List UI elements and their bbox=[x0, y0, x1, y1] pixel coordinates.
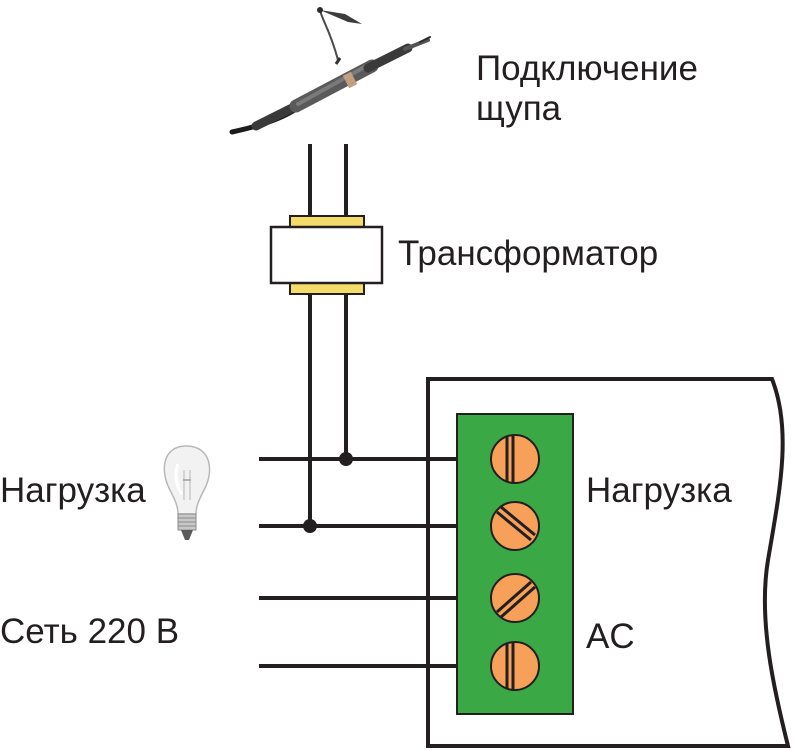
transformer-icon bbox=[269, 215, 384, 295]
terminal-screw-icon bbox=[490, 641, 540, 691]
probe-icon bbox=[229, 7, 431, 135]
load-label-right: Нагрузка bbox=[586, 471, 732, 510]
light-bulb-icon bbox=[163, 445, 211, 540]
probe-label-line1: Подключение bbox=[476, 49, 698, 88]
load-label-left: Нагрузка bbox=[0, 471, 146, 510]
terminal-screw-icon bbox=[490, 573, 540, 623]
ac-label: AC bbox=[586, 617, 635, 656]
junction-dot-lower bbox=[303, 519, 317, 533]
probe-label-line2: щупа bbox=[476, 89, 562, 128]
terminal-screw-icon bbox=[490, 501, 540, 551]
junction-dot-upper bbox=[339, 452, 353, 466]
terminal-screw-icon bbox=[490, 434, 540, 484]
mains-label: Сеть 220 В bbox=[0, 612, 179, 651]
transformer-label: Трансформатор bbox=[398, 234, 658, 273]
